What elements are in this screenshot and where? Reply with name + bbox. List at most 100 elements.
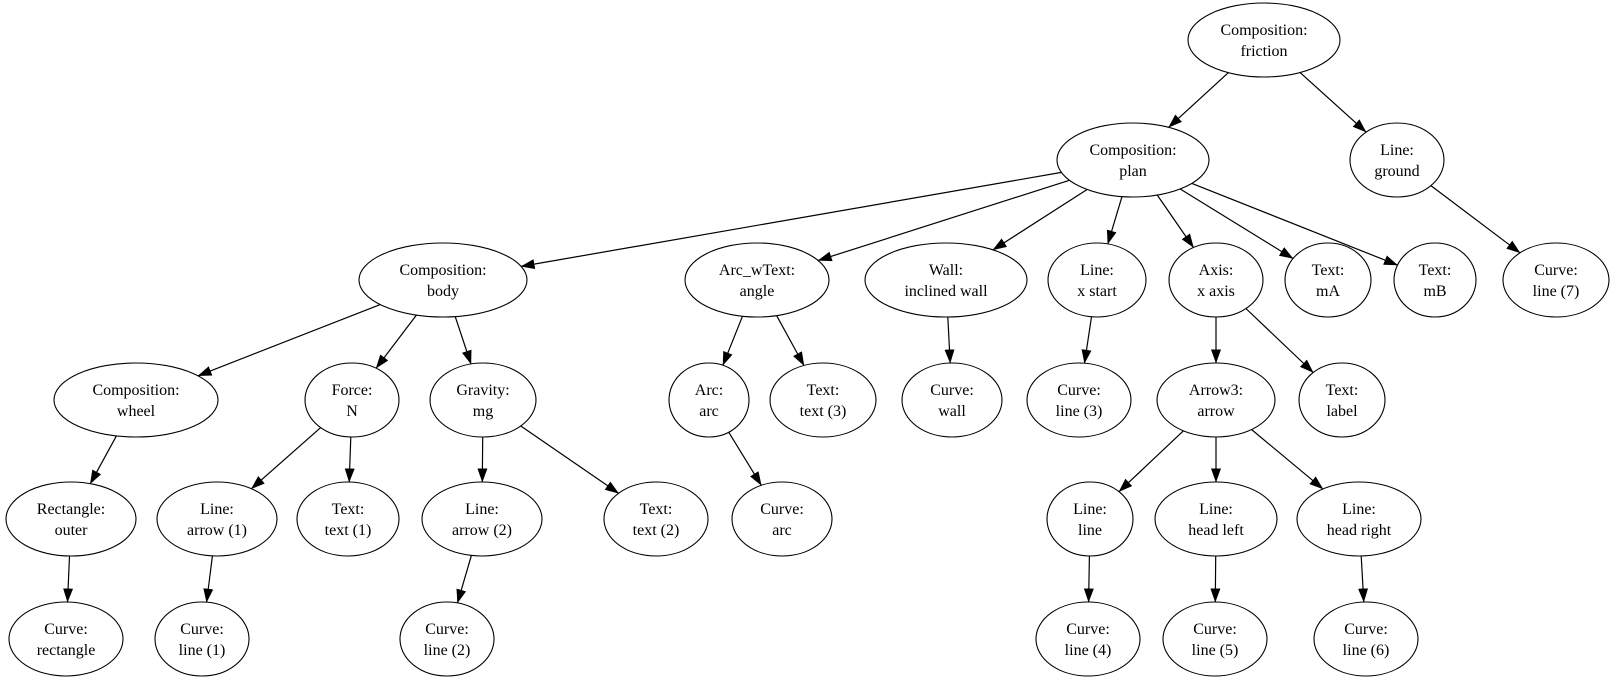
node-friction: Composition:friction (1187, 2, 1341, 78)
edge-plan-mA (1179, 188, 1294, 260)
node-layer: Composition:frictionComposition:planLine… (5, 2, 1610, 677)
node-label-arrow3: Arrow3:arrow (1189, 382, 1243, 420)
node-label-line7: Curve:line (7) (1533, 262, 1580, 300)
node-arrow2: Line:arrow (2) (421, 481, 543, 557)
node-label-line6: Curve:line (6) (1343, 621, 1390, 659)
edge-xstart-line3 (1081, 316, 1093, 364)
node-ellipse-text2 (603, 481, 709, 557)
node-label-mA: Text:mA (1312, 262, 1345, 300)
node-ellipse-wall (864, 242, 1028, 318)
node-curvewall: Curve:wall (901, 362, 1003, 438)
node-label-xaxis: Axis:x axis (1197, 262, 1235, 300)
node-label-ground: Line:ground (1374, 142, 1419, 180)
node-label-body: Composition:body (399, 262, 486, 300)
edge-wheel-rectouter (89, 435, 117, 485)
node-ellipse-body (358, 242, 528, 318)
node-ellipse-gravity (429, 362, 537, 438)
node-ellipse-line4 (1035, 601, 1141, 677)
edge-ground-line7 (1430, 185, 1521, 254)
edge-forceN-arrow1 (251, 427, 322, 490)
node-label-xstart: Line:x start (1077, 262, 1117, 300)
node-label-arrow2: Line:arrow (2) (452, 501, 512, 539)
node-ground: Line:ground (1349, 122, 1445, 198)
edge-angle-text3 (776, 315, 805, 366)
node-text1: Text:text (1) (296, 481, 400, 557)
edge-arrow2-line2 (456, 555, 472, 604)
node-label-plan: Composition:plan (1089, 142, 1176, 180)
node-ellipse-line3 (1026, 362, 1132, 438)
node-line2: Curve:line (2) (399, 601, 495, 677)
node-ellipse-line5 (1162, 601, 1268, 677)
node-gravity: Gravity:mg (429, 362, 537, 438)
node-label-mB: Text:mB (1419, 262, 1452, 300)
edge-plan-xstart (1106, 196, 1123, 245)
node-label-label: Text:label (1326, 382, 1359, 420)
node-label-gravity: Gravity:mg (456, 382, 509, 420)
node-ellipse-text3 (769, 362, 877, 438)
node-ellipse-line2 (399, 601, 495, 677)
node-forceN: Force:N (304, 362, 400, 438)
node-ellipse-text1 (296, 481, 400, 557)
node-line7: Curve:line (7) (1502, 242, 1610, 318)
node-linenode: Line:line (1046, 481, 1134, 557)
node-line6: Curve:line (6) (1313, 601, 1419, 677)
node-ellipse-forceN (304, 362, 400, 438)
node-line3: Curve:line (3) (1026, 362, 1132, 438)
node-wheel: Composition:wheel (53, 362, 219, 438)
node-mB: Text:mB (1393, 242, 1477, 318)
node-ellipse-wheel (53, 362, 219, 438)
node-ellipse-linenode (1046, 481, 1134, 557)
node-curvearc: Curve:arc (731, 481, 833, 557)
node-label: Text:label (1298, 362, 1386, 438)
node-label-curvewall: Curve:wall (930, 382, 974, 420)
node-line4: Curve:line (4) (1035, 601, 1141, 677)
edge-wall-curvewall (944, 316, 955, 364)
node-label-wheel: Composition:wheel (92, 382, 179, 420)
node-label-line5: Curve:line (5) (1192, 621, 1239, 659)
edge-forceN-text1 (344, 436, 355, 483)
edge-arrow3-linenode (1118, 430, 1184, 493)
node-label-arrow1: Line:arrow (1) (187, 501, 247, 539)
node-arrow1: Line:arrow (1) (156, 481, 278, 557)
node-ellipse-arc (668, 362, 750, 438)
node-arc: Arc:arc (668, 362, 750, 438)
edge-body-wheel (197, 304, 381, 377)
node-ellipse-line7 (1502, 242, 1610, 318)
edge-friction-plan (1168, 72, 1229, 128)
node-label-curvearc: Curve:arc (760, 501, 804, 539)
node-ellipse-angle (684, 242, 830, 318)
node-ellipse-ground (1349, 122, 1445, 198)
edge-layer (63, 72, 1521, 604)
node-ellipse-arrow2 (421, 481, 543, 557)
edge-gravity-text2 (520, 425, 620, 494)
node-ellipse-curvearc (731, 481, 833, 557)
node-label-line2: Curve:line (2) (424, 621, 471, 659)
edge-angle-arc (722, 315, 744, 366)
node-ellipse-arrow1 (156, 481, 278, 557)
node-label-line3: Curve:line (3) (1056, 382, 1103, 420)
node-xaxis: Axis:x axis (1168, 242, 1264, 318)
edge-arrow3-headright (1251, 429, 1324, 490)
edge-plan-angle (817, 179, 1070, 262)
node-text3: Text:text (3) (769, 362, 877, 438)
node-line1: Curve:line (1) (154, 601, 250, 677)
node-label-rectouter: Rectangle:outer (37, 501, 105, 539)
node-label-curverect: Curve:rectangle (37, 621, 96, 659)
edge-plan-xaxis (1156, 194, 1194, 248)
node-rectouter: Rectangle:outer (5, 481, 137, 557)
node-ellipse-friction (1187, 2, 1341, 78)
node-plan: Composition:plan (1056, 122, 1210, 198)
node-label-text2: Text:text (2) (633, 501, 680, 539)
edge-rectouter-curverect (63, 555, 74, 603)
node-label-text3: Text:text (3) (800, 382, 847, 420)
node-line5: Curve:line (5) (1162, 601, 1268, 677)
node-ellipse-mA (1284, 242, 1372, 318)
node-wall: Wall:inclined wall (864, 242, 1028, 318)
node-label-line1: Curve:line (1) (179, 621, 226, 659)
node-ellipse-plan (1056, 122, 1210, 198)
node-ellipse-label (1298, 362, 1386, 438)
node-ellipse-line6 (1313, 601, 1419, 677)
node-ellipse-mB (1393, 242, 1477, 318)
